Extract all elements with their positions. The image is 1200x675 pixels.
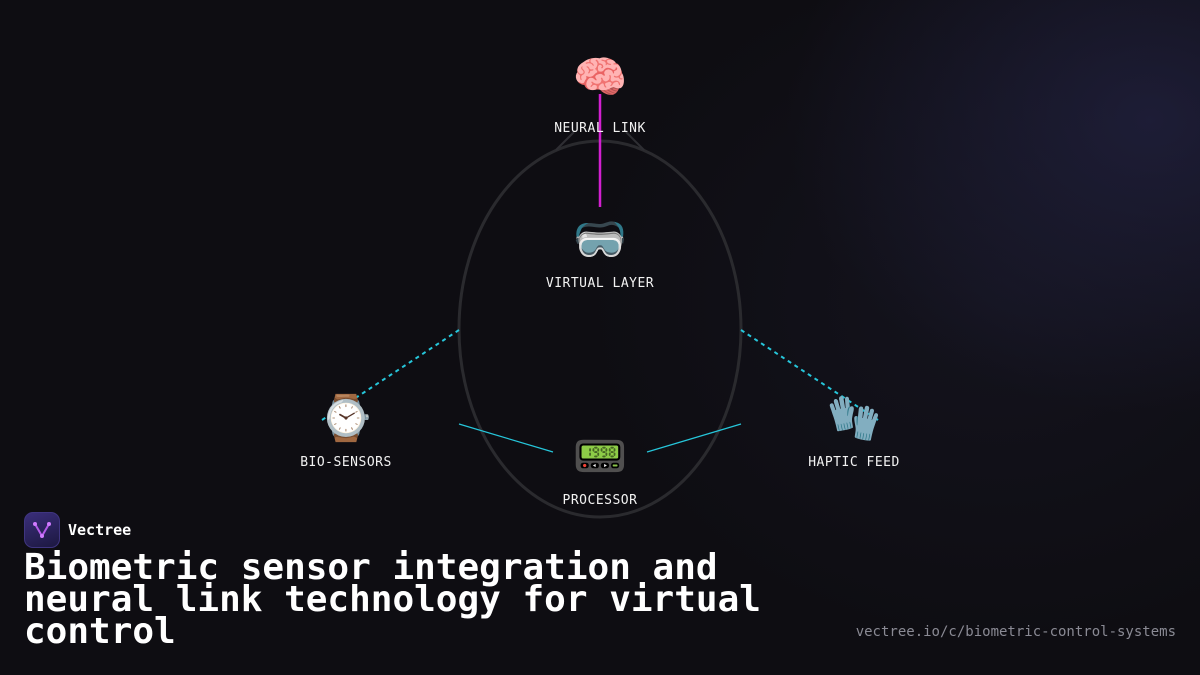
- neural-link-label: NEURAL LINK: [554, 121, 646, 136]
- brand: Vectree: [24, 512, 131, 548]
- processor-label: PROCESSOR: [562, 493, 638, 508]
- page-url: vectree.io/c/biometric-control-systems: [855, 624, 1176, 640]
- processor-connector-right: [646, 423, 742, 453]
- ring-accent-right: [625, 131, 645, 151]
- v-network-logo-icon: [24, 512, 60, 548]
- bio-sensors-connector: [321, 329, 460, 421]
- headline: Biometric sensor integration and neural …: [24, 547, 761, 652]
- watch-icon: ⌚: [318, 393, 374, 444]
- virtual-layer-label: VIRTUAL LAYER: [545, 276, 655, 291]
- haptic-feed-connector: [740, 329, 879, 421]
- processor-connector-left: [458, 423, 554, 453]
- gloves-icon: 🧤: [826, 393, 882, 444]
- bio-sensors-label: BIO-SENSORS: [300, 455, 392, 470]
- ring-accent-left: [555, 131, 575, 151]
- haptic-feed-label: HAPTIC FEED: [808, 455, 900, 470]
- brand-name: Vectree: [68, 521, 132, 539]
- pager-icon: 📟: [572, 431, 628, 482]
- brain-icon: 🧠: [572, 52, 628, 103]
- goggles-icon: 🥽: [572, 214, 628, 265]
